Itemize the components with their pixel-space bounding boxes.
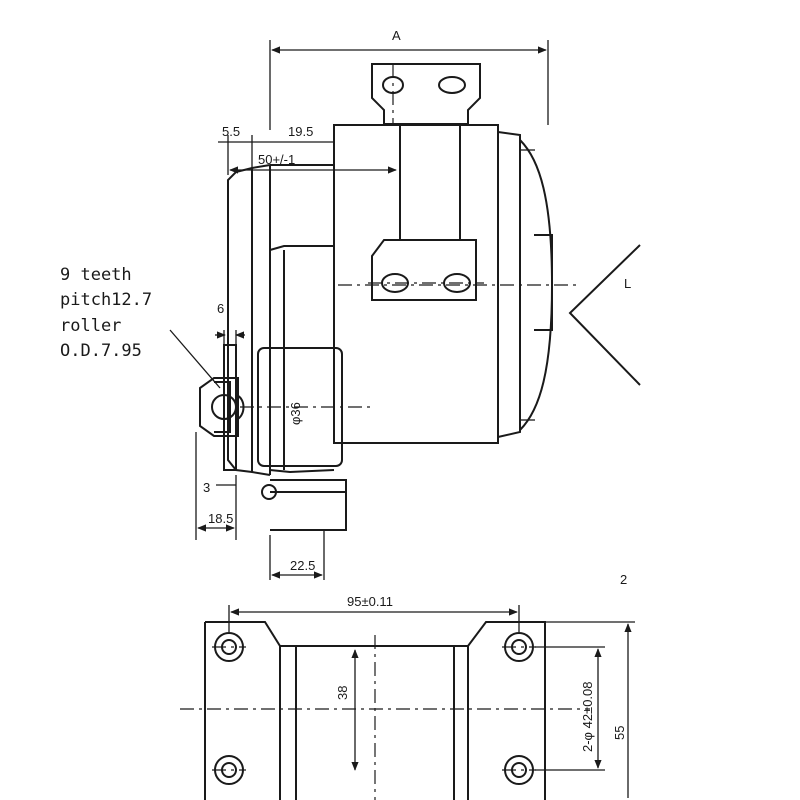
end-cap xyxy=(227,164,335,476)
shaft-dimension-label: 50+/-1 xyxy=(258,152,295,167)
view-l-indicator: L 2 xyxy=(568,244,641,587)
gear-housing: φ36 xyxy=(240,284,580,467)
sprocket-note-line4: O.D.7.95 xyxy=(60,341,142,361)
motor-housing xyxy=(333,124,554,444)
sprocket-offset-label: 18.5 xyxy=(208,511,233,526)
sprocket-note-line2: pitch12.7 xyxy=(60,290,152,310)
sprocket: 6 3 xyxy=(169,301,245,495)
top-dimensions: 5.5 19.5 50+/-1 xyxy=(218,124,397,175)
mount-base xyxy=(261,479,347,531)
pilot-diameter-label: φ36 xyxy=(288,402,303,425)
bottom-dimensions: 18.5 22.5 xyxy=(195,432,325,580)
height-label: 55 xyxy=(612,726,627,740)
sprocket-thickness-label: 6 xyxy=(217,301,224,316)
side-view: A xyxy=(169,28,641,587)
sprocket-note-line1: 9 teeth xyxy=(60,265,132,285)
sprocket-note-line3: roller xyxy=(60,316,121,336)
base-offset-label: 22.5 xyxy=(290,558,315,573)
lower-bracket xyxy=(368,239,484,301)
inner-width-label: 38 xyxy=(335,686,350,700)
hole-spacing-label: 95±0.11 xyxy=(347,594,393,609)
dimension-a: A xyxy=(269,28,549,130)
sprocket-gap-label: 3 xyxy=(203,480,210,495)
flange-dimension-label: 5.5 xyxy=(222,124,240,139)
offset-dimension-label: 19.5 xyxy=(288,124,313,139)
view-l-label: L xyxy=(624,276,631,291)
dimension-a-label: A xyxy=(392,28,401,43)
top-bracket xyxy=(371,63,481,240)
sprocket-note: 9 teeth pitch12.7 roller O.D.7.95 xyxy=(60,265,152,361)
base-view: 95±0.11 38 2-φ 42±0.08 55 xyxy=(180,594,635,800)
scale-fragment-label: 2 xyxy=(620,572,627,587)
holes-label: 2-φ 42±0.08 xyxy=(580,682,595,753)
